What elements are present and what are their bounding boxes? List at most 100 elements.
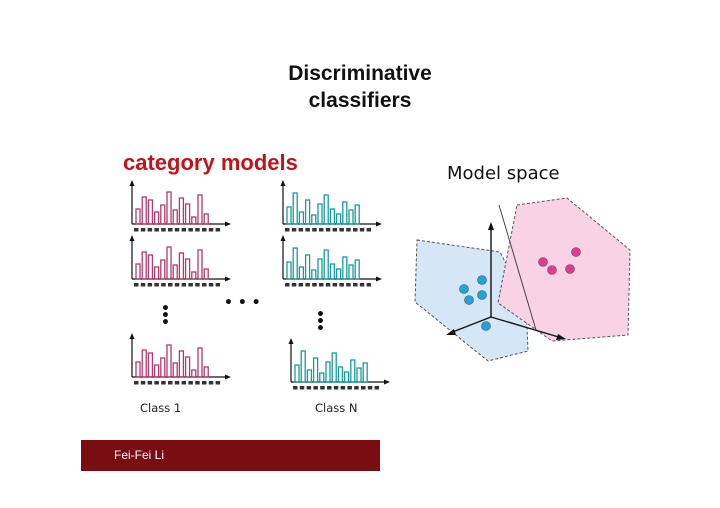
histogram-y-arrowhead (288, 338, 294, 344)
visual-word-glyph (353, 228, 358, 232)
axis-left-arrowhead (446, 329, 456, 335)
histogram-bar (306, 369, 313, 383)
histogram-bar (153, 211, 160, 225)
pink-point (538, 257, 548, 267)
visual-word-glyph (168, 228, 173, 232)
histogram-bar (323, 194, 329, 225)
histogram-bar (342, 256, 348, 280)
footer-bar (81, 440, 380, 471)
histogram-bar (325, 361, 331, 383)
visual-word-glyph (306, 386, 312, 390)
histogram-bar (160, 204, 166, 225)
visual-word-glyph (332, 228, 338, 232)
visual-word-glyph (361, 386, 366, 390)
visual-word-glyph (147, 283, 153, 287)
histogram-bar (292, 192, 298, 225)
visual-word-glyph (202, 283, 207, 287)
axis-right (490, 316, 563, 339)
pink-point (571, 247, 581, 257)
visual-word-glyph (327, 386, 332, 390)
visual-word-glyph (347, 386, 352, 390)
visual-word-glyph (174, 381, 180, 385)
histogram-bar (178, 350, 185, 378)
histogram-bar (147, 254, 154, 280)
histogram-bar (354, 204, 360, 225)
visual-word-glyph (154, 283, 159, 287)
blue-point (481, 321, 491, 331)
visual-word-glyph (188, 283, 193, 287)
histogram-bar (153, 364, 160, 378)
histogram-bar (343, 371, 350, 383)
histogram-bar (292, 247, 298, 280)
visual-word-glyph (285, 283, 290, 287)
visual-word-glyph (354, 386, 359, 390)
visual-word-glyph (346, 228, 351, 232)
histogram-bar (160, 259, 166, 280)
histogram-bar (356, 367, 362, 383)
category-models-label: category models (123, 150, 298, 175)
visual-word-glyph (188, 381, 193, 385)
histogram-y-arrowhead (129, 180, 135, 186)
histogram-bar (203, 268, 209, 280)
visual-word-glyph (181, 228, 187, 232)
decision-boundary (498, 204, 537, 331)
visual-word-glyph (320, 386, 325, 390)
model-space-diagram (414, 197, 631, 362)
histogram-bar (294, 364, 300, 383)
histogram-bar (203, 366, 209, 378)
visual-word-glyph (140, 283, 146, 287)
visual-word-glyph (181, 283, 187, 287)
ellipsis-vertical-classN: ••• (316, 307, 325, 337)
histogram-bar (335, 268, 342, 280)
visual-word-glyph (374, 386, 380, 390)
visual-word-glyph (195, 283, 200, 287)
visual-word-glyph (134, 381, 139, 385)
histogram-x-arrowhead (384, 379, 390, 385)
histogram-bar (147, 199, 154, 225)
histogram-y-arrowhead (129, 235, 135, 241)
visual-word-glyph (291, 283, 297, 287)
visual-word-glyph (359, 283, 365, 287)
visual-word-glyph (168, 381, 173, 385)
visual-word-glyph (161, 228, 166, 232)
histogram-bar (304, 199, 311, 225)
ellipsis-vertical-class1: ••• (161, 301, 170, 331)
histogram-bar (335, 213, 342, 225)
visual-word-glyph (333, 386, 339, 390)
visual-word-glyph (332, 283, 338, 287)
ellipsis-horizontal: • • • (224, 295, 261, 311)
visual-word-glyph (298, 228, 304, 232)
visual-word-glyph (305, 228, 310, 232)
visual-word-glyph (313, 386, 318, 390)
histogram-bar (191, 216, 197, 225)
histogram-bar (184, 356, 191, 378)
histogram-bar (311, 269, 317, 280)
visual-word-glyph (215, 283, 221, 287)
visual-word-glyph (215, 228, 221, 232)
visual-word-glyph (312, 228, 317, 232)
visual-word-glyph (195, 381, 200, 385)
class-n-label: Class N (315, 401, 358, 415)
histogram-bar (317, 203, 323, 225)
visual-word-glyph (325, 283, 331, 287)
visual-word-glyph (202, 228, 207, 232)
visual-word-glyph (147, 381, 153, 385)
visual-word-glyph (312, 283, 317, 287)
visual-word-glyph (208, 283, 214, 287)
visual-word-glyph (319, 228, 324, 232)
histogram-bar (160, 357, 166, 378)
histogram-bar (184, 203, 191, 225)
visual-word-glyph (195, 228, 200, 232)
histogram-bar (337, 366, 344, 383)
histogram-x-arrowhead (225, 276, 231, 282)
visual-word-glyph (208, 228, 214, 232)
visual-word-glyph (366, 283, 372, 287)
blue-point (459, 284, 469, 294)
histogram-bar (191, 369, 197, 378)
visual-word-glyph (208, 381, 214, 385)
class1-model-histogram (129, 180, 231, 232)
histogram-bar (153, 266, 160, 280)
model-space-label: Model space (447, 163, 560, 184)
visual-word-glyph (298, 283, 304, 287)
histogram-bar (348, 209, 354, 225)
